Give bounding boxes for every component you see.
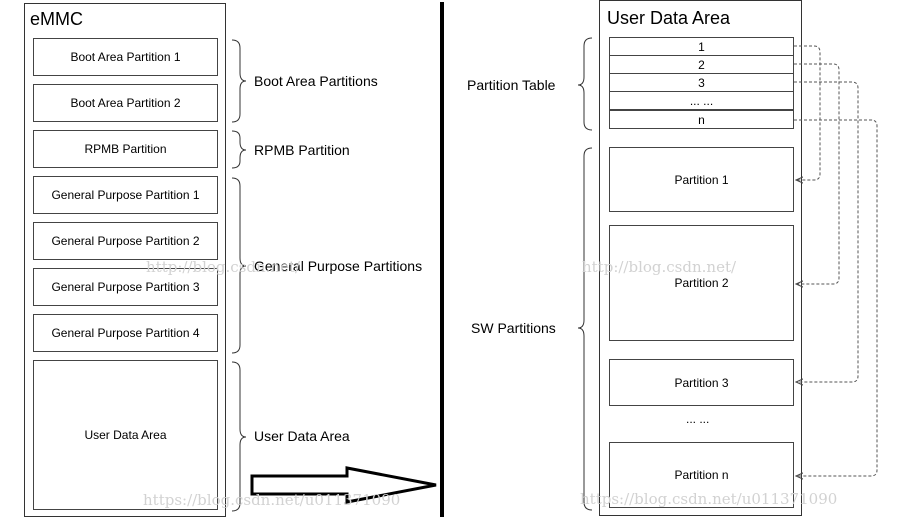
- pointer-arrow-n: [794, 119, 878, 476]
- emmc-title: eMMC: [30, 9, 83, 29]
- right-braces: [577, 37, 593, 511]
- sw-partition-2: Partition 2: [609, 225, 794, 341]
- pointer-arrow-3: [794, 81, 859, 382]
- brace-rpmb: [231, 130, 247, 169]
- brace-partition-table: [577, 37, 593, 131]
- general-purpose-partition-2: General Purpose Partition 2: [33, 222, 218, 260]
- user-data-area-title: User Data Area: [607, 8, 731, 28]
- rpmb-partition-label: RPMB Partition: [254, 142, 350, 158]
- brace-sw-partitions: [577, 147, 593, 511]
- sw-partitions-ellipsis: ... ...: [686, 412, 710, 426]
- boot-area-partition-2: Boot Area Partition 2: [33, 84, 218, 122]
- sw-partition-n: Partition n: [609, 442, 794, 508]
- sw-partition-1: Partition 1: [609, 147, 794, 212]
- partition-table-label: Partition Table: [467, 77, 556, 93]
- sw-partitions-label: SW Partitions: [471, 320, 556, 336]
- pointer-arrow-2: [794, 63, 840, 284]
- boot-area-partition-1: Boot Area Partition 1: [33, 38, 218, 76]
- pointer-arrows: [794, 45, 878, 476]
- brace-boot-area: [231, 39, 247, 123]
- big-arrow: [250, 466, 437, 504]
- general-purpose-partition-3: General Purpose Partition 3: [33, 268, 218, 306]
- partition-table-row-n: n: [609, 110, 794, 129]
- left-braces: [231, 39, 247, 512]
- sw-partition-3: Partition 3: [609, 359, 794, 406]
- pointer-arrow-1: [794, 45, 821, 180]
- user-data-area-partition: User Data Area: [33, 360, 218, 510]
- general-purpose-partition-1: General Purpose Partition 1: [33, 176, 218, 214]
- brace-general-purpose: [231, 177, 247, 354]
- general-purpose-partition-4: General Purpose Partition 4: [33, 314, 218, 352]
- user-data-area-label: User Data Area: [254, 428, 350, 444]
- rpmb-partition: RPMB Partition: [33, 130, 218, 168]
- brace-user-data-area: [231, 361, 247, 512]
- boot-area-partitions-label: Boot Area Partitions: [254, 73, 378, 89]
- partition-table-row-ellipsis: ... ...: [609, 91, 794, 110]
- general-purpose-partitions-label: General Purpose Partitions: [254, 258, 423, 274]
